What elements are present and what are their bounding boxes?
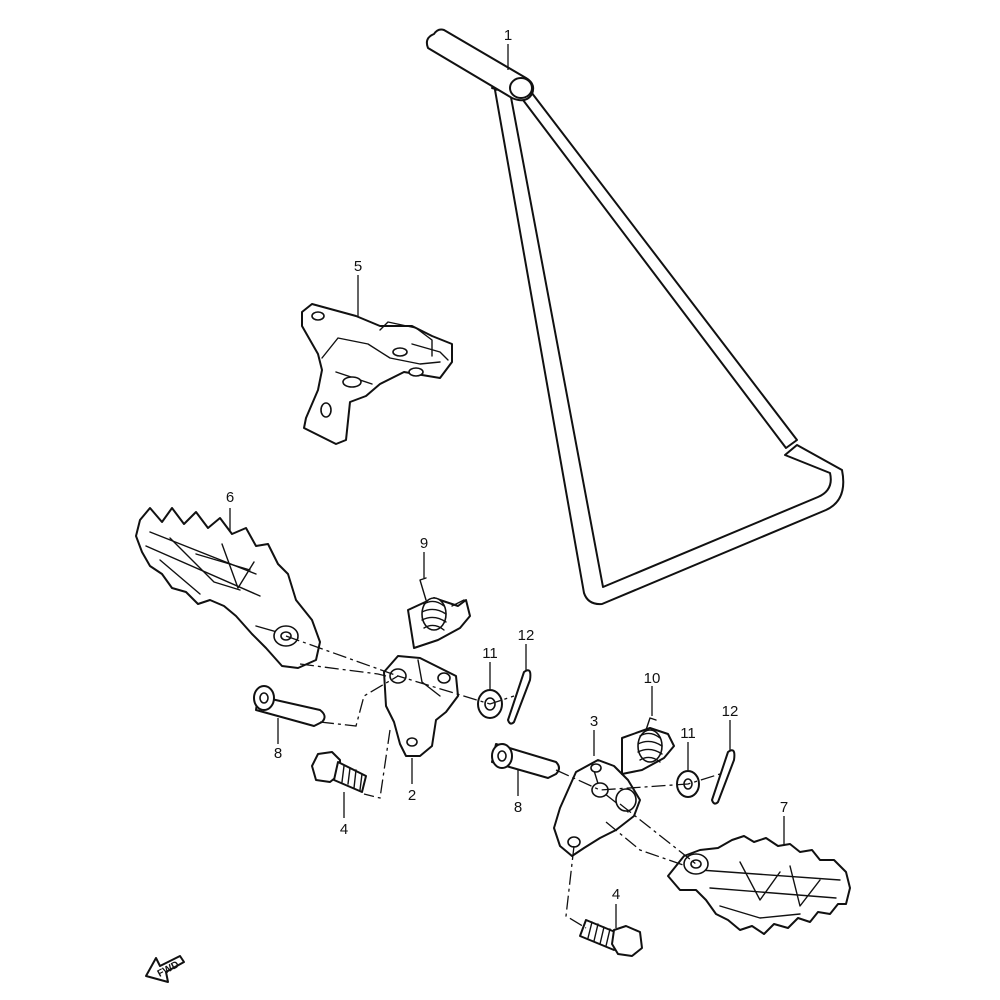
cotter-pin-right (711, 720, 736, 805)
spring-right (621, 686, 675, 775)
pin-left (253, 685, 326, 744)
callout-8-right: 8 (514, 799, 522, 816)
cotter-pin-left (507, 644, 532, 725)
callout-11-right: 11 (680, 725, 696, 742)
callout-10: 10 (644, 670, 661, 687)
bracket (301, 275, 453, 445)
fwd-arrow-icon: FWD (145, 955, 185, 983)
fwd-label: FWD (156, 959, 181, 979)
callout-8-left: 8 (274, 745, 282, 762)
callout-3: 3 (590, 713, 598, 730)
pin-right (491, 743, 560, 796)
callout-11-left: 11 (482, 645, 498, 662)
washer-right (676, 742, 700, 798)
footpeg-right (667, 816, 851, 935)
callout-2: 2 (408, 787, 416, 804)
callout-4-left: 4 (340, 821, 348, 838)
bolt-right (579, 904, 643, 957)
spring-left (407, 552, 471, 649)
washer-left (477, 662, 503, 719)
callout-labels: 1 5 6 9 11 12 10 12 3 11 8 2 8 7 4 4 (226, 27, 788, 903)
callout-9: 9 (420, 535, 428, 552)
callout-12-left: 12 (518, 627, 535, 644)
callout-7: 7 (780, 799, 788, 816)
callout-6: 6 (226, 489, 234, 506)
callout-4-right: 4 (612, 886, 620, 903)
side-stand (425, 28, 845, 606)
callout-1: 1 (504, 27, 512, 44)
callout-5: 5 (354, 258, 362, 275)
footpeg-left (135, 507, 321, 669)
bolt-left (311, 751, 367, 818)
assembly-lines (285, 635, 721, 929)
pivot-bracket-right (553, 730, 641, 857)
pivot-bracket-left (383, 655, 459, 784)
callout-12-right: 12 (722, 703, 739, 720)
